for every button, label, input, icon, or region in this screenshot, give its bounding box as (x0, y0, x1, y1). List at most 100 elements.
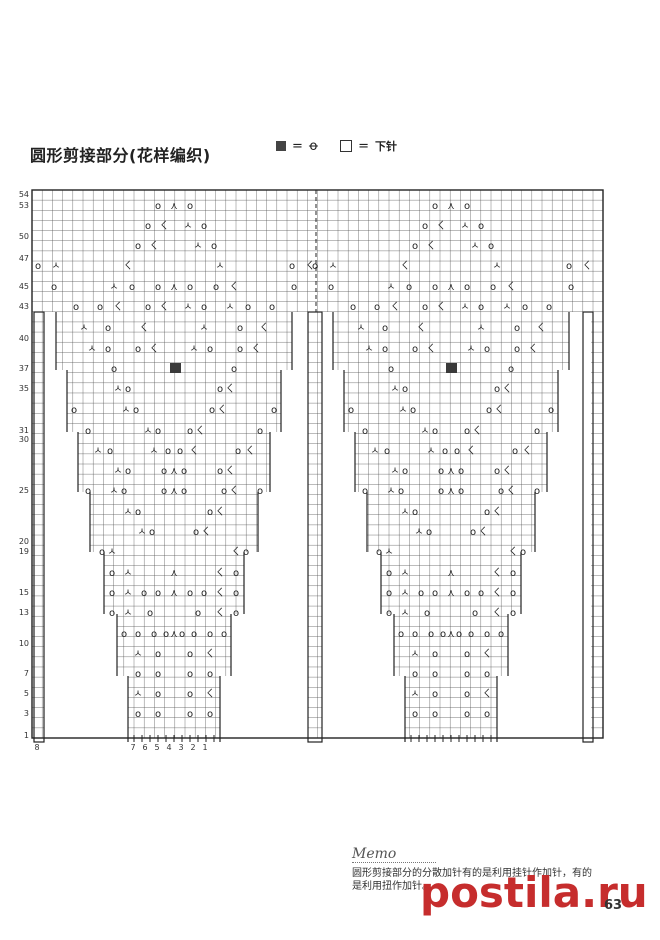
stitch-symbol: ㅅ (470, 241, 479, 252)
stitch-symbol: o (85, 426, 91, 437)
stitch-symbol: o (237, 323, 243, 334)
stitch-symbol: o (484, 507, 490, 518)
stitch-symbol: o (458, 486, 464, 497)
stitch-symbol: o (412, 669, 418, 680)
stitch-symbol: ㅅ (137, 527, 146, 538)
stitch-symbol: ㅅ (123, 588, 132, 599)
stitch-symbol: o (464, 709, 470, 720)
stitch-symbol: o (105, 323, 111, 334)
stitch-symbol: o (289, 261, 295, 272)
white-area (258, 492, 308, 552)
white-area (281, 370, 308, 432)
row-label: 5 (24, 689, 29, 698)
stitch-symbol: ㅅ (420, 426, 429, 437)
stitch-symbol: ⋏ (170, 486, 177, 497)
stitch-symbol: o (235, 446, 241, 457)
white-area (558, 370, 591, 432)
white-area (569, 312, 591, 370)
bottom-col-label: 2 (190, 743, 195, 752)
stitch-symbol: ㄑ (492, 588, 502, 599)
stitch-symbol: o (438, 486, 444, 497)
stitch-symbol: o (412, 709, 418, 720)
stitch-symbol: o (257, 426, 263, 437)
stitch-symbol: ㄑ (466, 446, 476, 457)
stitch-symbol: ㅅ (183, 221, 192, 232)
row-label: 1 (24, 731, 29, 740)
row-label: 53 (19, 201, 29, 210)
stitch-symbol: o (432, 689, 438, 700)
chart-frame (31, 189, 604, 739)
stitch-symbol: o (155, 426, 161, 437)
stitch-symbol: ㅅ (410, 649, 419, 660)
row-label: 19 (19, 547, 29, 556)
stitch-symbol: ㄑ (522, 446, 532, 457)
white-area (547, 432, 591, 492)
stitch-symbol: o (73, 302, 79, 313)
white-area (231, 614, 308, 676)
stitch-symbol: o (233, 588, 239, 599)
stitch-symbol: ㅅ (109, 282, 118, 293)
memo-box: Memo 圆形剪接部分的分散加针有的是利用挂针作加针，有的 是利用扭作加针。 (352, 843, 642, 893)
row-label: 31 (19, 426, 29, 435)
stitch-symbol: o (568, 282, 574, 293)
stitch-symbol: ㄑ (492, 568, 502, 579)
stitch-symbol: ㄑ (508, 547, 518, 558)
stitch-symbol: o (384, 446, 390, 457)
stitch-symbol: o (193, 527, 199, 538)
stitch-symbol: ㄑ (149, 344, 159, 355)
stitch-symbol: ㅅ (113, 384, 122, 395)
stitch-symbol: o (514, 323, 520, 334)
white-area (322, 492, 367, 552)
stitch-symbol: o (512, 446, 518, 457)
stitch-symbol: ㅅ (370, 446, 379, 457)
stitch-symbol: ㄑ (123, 261, 133, 272)
stitch-symbol: o (362, 486, 368, 497)
stitch-symbol: ㅅ (225, 302, 234, 313)
stitch-symbol: o (125, 384, 131, 395)
memo-title: Memo (352, 846, 437, 863)
stitch-symbol: o (291, 282, 297, 293)
stitch-symbol: o (133, 405, 139, 416)
stitch-symbol: ㄑ (215, 588, 225, 599)
stitch-symbol: ㅅ (398, 405, 407, 416)
stitch-symbol: o (494, 466, 500, 477)
stitch-symbol: o (109, 568, 115, 579)
stitch-symbol: ㄑ (231, 547, 241, 558)
white-area (44, 552, 104, 614)
stitch-symbol: o (510, 568, 516, 579)
stitch-symbol: ㄑ (426, 344, 436, 355)
stitch-symbol: o (432, 588, 438, 599)
stitch-symbol: ㄑ (478, 527, 488, 538)
stitch-symbol: ㄑ (436, 221, 446, 232)
stitch-symbol: o (328, 282, 334, 293)
stitch-symbol: ㄑ (159, 221, 169, 232)
stitch-symbol: ㅅ (149, 446, 158, 457)
white-area (44, 432, 78, 492)
stitch-symbol: ㄑ (502, 466, 512, 477)
stitch-symbol: ㅅ (121, 405, 130, 416)
stitch-symbol: ㅅ (123, 568, 132, 579)
stitch-symbol: o (412, 344, 418, 355)
stitch-symbol: ⋏ (447, 629, 454, 640)
stitch-symbol: o (468, 629, 474, 640)
stitch-symbol: o (187, 689, 193, 700)
stitch-symbol: o (440, 629, 446, 640)
stitch-symbol: o (470, 527, 476, 538)
white-area (322, 432, 355, 492)
stitch-symbol: o (145, 302, 151, 313)
stitch-symbol: o (201, 302, 207, 313)
stitch-symbol: ㄑ (506, 282, 516, 293)
stitch-symbol: ⋏ (170, 629, 177, 640)
legend-equals: = (292, 138, 303, 154)
stitch-symbol: ㄑ (229, 486, 239, 497)
stitch-symbol: ㄑ (245, 446, 255, 457)
stitch-symbol: ㄑ (536, 323, 546, 334)
bottom-col-label: 1 (202, 743, 207, 752)
stitch-symbol: ㄑ (225, 466, 235, 477)
stitch-symbol: ㄑ (215, 608, 225, 619)
stitch-symbol: ㄑ (494, 405, 504, 416)
stitch-symbol: o (155, 282, 161, 293)
stitch-symbol: ㄑ (251, 344, 261, 355)
row-label: 37 (19, 364, 29, 373)
filled-square (446, 363, 457, 373)
